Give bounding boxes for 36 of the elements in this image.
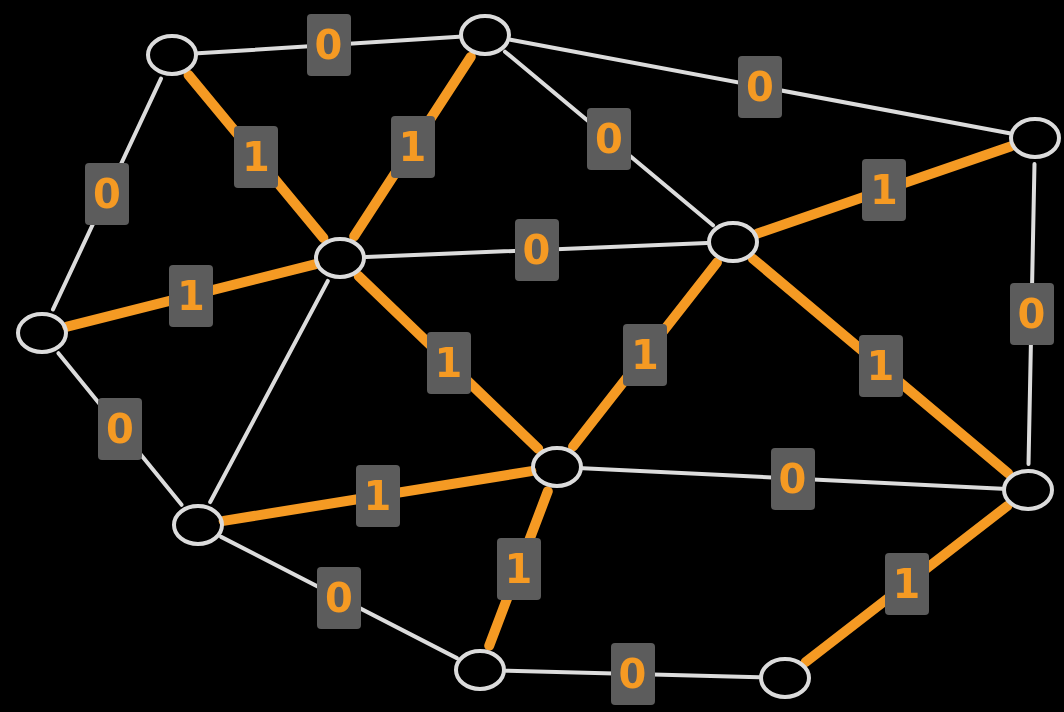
- circle-node: [313, 236, 367, 280]
- edge-label: 1: [234, 125, 278, 188]
- edge-label: 1: [862, 159, 906, 221]
- circle-node: [1008, 116, 1062, 160]
- edge-label: 1: [623, 323, 667, 386]
- edge-label: 1: [884, 553, 929, 615]
- edge-label: 1: [355, 465, 400, 527]
- circle-node: [15, 311, 69, 355]
- edge-label: 0: [770, 447, 815, 510]
- circle-node: [706, 220, 760, 264]
- edge-line: [364, 241, 709, 259]
- circle-node: [1001, 468, 1055, 512]
- edge-label: 0: [306, 14, 351, 76]
- edge-label: 0: [514, 219, 559, 281]
- highlighted-edge: [218, 466, 537, 526]
- edge-label: 1: [496, 537, 541, 600]
- edge-line: [580, 466, 1005, 491]
- edge-label: 1: [390, 115, 435, 178]
- edge-label: 0: [587, 107, 631, 170]
- edge-label: 0: [317, 566, 361, 629]
- edge-label: 1: [858, 335, 903, 397]
- edge-label: 1: [169, 264, 213, 327]
- edge-line: [208, 278, 330, 505]
- edge-label: 0: [738, 55, 782, 118]
- edge-label: 0: [610, 643, 655, 705]
- circle-node: [530, 445, 584, 489]
- edge-label: 0: [1009, 283, 1054, 345]
- edge-label: 0: [85, 163, 129, 225]
- circle-node: [458, 13, 512, 57]
- circle-node: [453, 648, 507, 692]
- edge-line: [508, 37, 1012, 136]
- circle-node: [171, 503, 225, 547]
- edge-label: 0: [98, 398, 142, 460]
- edge-label: 1: [426, 331, 471, 394]
- circle-node: [145, 33, 199, 77]
- circle-node: [758, 656, 812, 700]
